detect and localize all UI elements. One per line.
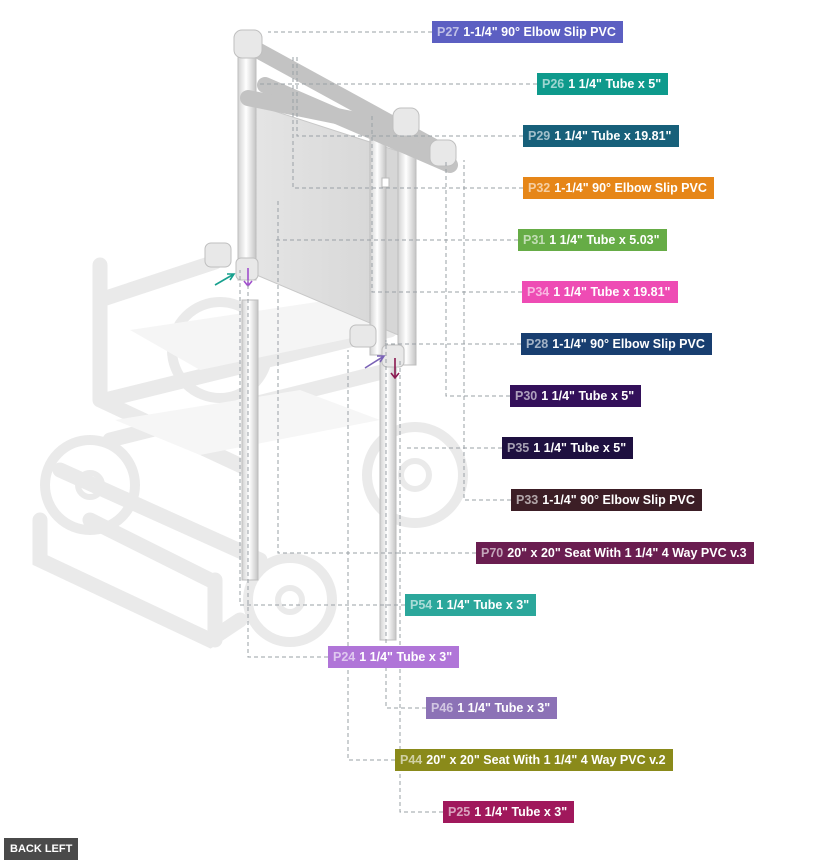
part-id: P33 xyxy=(516,493,539,507)
part-id: P30 xyxy=(515,389,538,403)
leader-line-p25 xyxy=(399,360,443,813)
part-name: 1 1/4" Tube x 5" xyxy=(533,441,627,455)
part-name: 1 1/4" Tube x 5" xyxy=(568,77,662,91)
part-id: P54 xyxy=(410,598,433,612)
leader-line-p54 xyxy=(239,270,405,606)
part-name: 1 1/4" Tube x 3" xyxy=(474,805,568,819)
part-id: P35 xyxy=(507,441,530,455)
part-name: 1 1/4" Tube x 3" xyxy=(457,701,551,715)
elbow-fittings xyxy=(204,29,457,368)
part-name: 1 1/4" Tube x 19.81" xyxy=(554,129,672,143)
part-id: P26 xyxy=(542,77,565,91)
part-id: P44 xyxy=(400,753,423,767)
part-id: P70 xyxy=(481,546,504,560)
part-id: P28 xyxy=(526,337,549,351)
part-name: 20" x 20" Seat With 1 1/4" 4 Way PVC v.2 xyxy=(426,753,666,767)
leader-line-p24 xyxy=(247,280,328,658)
view-direction-button[interactable]: BACK LEFT xyxy=(4,838,79,860)
part-id: P25 xyxy=(448,805,471,819)
part-name: 1 1/4" Tube x 19.81" xyxy=(553,285,671,299)
part-name: 1 1/4" Tube x 3" xyxy=(436,598,530,612)
backrest-tag xyxy=(381,177,390,188)
back-frame xyxy=(237,39,417,641)
leader-line-p34 xyxy=(371,115,522,293)
leader-line-p70 xyxy=(277,200,476,554)
part-id: P29 xyxy=(528,129,551,143)
leader-line-p33 xyxy=(463,160,511,501)
part-id: P32 xyxy=(528,181,551,195)
part-name: 1 1/4" Tube x 5.03" xyxy=(549,233,660,247)
leader-line-p32 xyxy=(292,56,523,189)
part-name: 1-1/4" 90° Elbow Slip PVC xyxy=(542,493,695,507)
direction-arrows xyxy=(214,268,400,380)
part-name: 1 1/4" Tube x 3" xyxy=(359,650,453,664)
part-id: P27 xyxy=(437,25,460,39)
leader-line-p29 xyxy=(296,56,523,137)
leader-lines xyxy=(239,31,537,813)
part-id: P34 xyxy=(527,285,550,299)
part-id: P31 xyxy=(523,233,546,247)
leader-line-p44 xyxy=(347,350,395,761)
part-name: 1-1/4" 90° Elbow Slip PVC xyxy=(552,337,705,351)
part-name: 1-1/4" 90° Elbow Slip PVC xyxy=(554,181,707,195)
part-id: P46 xyxy=(431,701,454,715)
part-name: 20" x 20" Seat With 1 1/4" 4 Way PVC v.3 xyxy=(507,546,747,560)
part-name: 1 1/4" Tube x 5" xyxy=(541,389,635,403)
leader-line-p30 xyxy=(445,160,510,397)
part-id: P24 xyxy=(333,650,356,664)
part-name: 1-1/4" 90° Elbow Slip PVC xyxy=(463,25,616,39)
